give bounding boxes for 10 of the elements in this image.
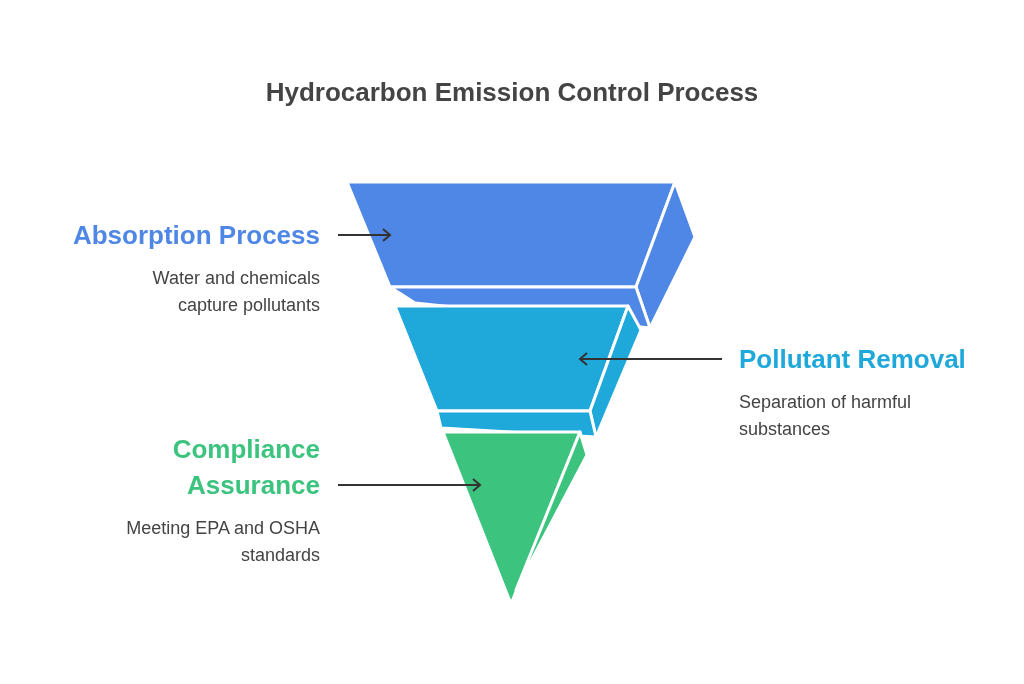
step-heading: Absorption Process: [71, 219, 320, 252]
step-heading: Pollutant Removal: [739, 343, 967, 376]
arrow: [337, 478, 481, 492]
arrow: [337, 228, 391, 242]
step-description: Water and chemicals capture pollutants: [151, 267, 320, 317]
arrow: [579, 352, 723, 366]
step-description: Separation of harmful substances: [739, 391, 913, 441]
step-heading: Compliance Assurance: [171, 433, 320, 502]
diagram-title: Hydrocarbon Emission Control Process: [264, 76, 760, 109]
step-description: Meeting EPA and OSHA standards: [125, 517, 320, 567]
